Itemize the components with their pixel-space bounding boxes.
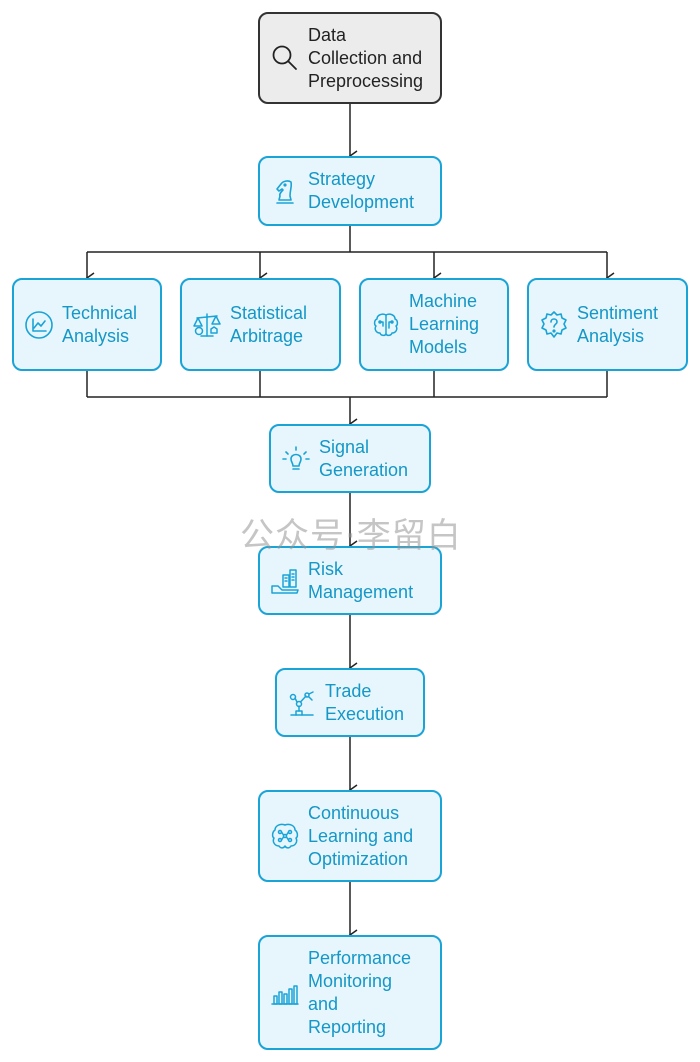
watermark: 公众号·李留白	[240, 516, 462, 556]
brain-icon	[371, 310, 401, 340]
node-trade-execution: Trade Execution	[275, 668, 425, 737]
node-performance-monitoring: Performance Monitoring and Reporting	[258, 935, 442, 1050]
buildings-hand-icon	[270, 566, 300, 596]
node-strategy-development: Strategy Development	[258, 156, 442, 226]
bar-chart-icon	[270, 978, 300, 1008]
node-sentiment-analysis: Sentiment Analysis	[527, 278, 688, 371]
node-label: Statistical Arbitrage	[230, 302, 308, 346]
node-machine-learning-models: Machine Learning Models	[359, 278, 509, 371]
question-badge-icon	[539, 310, 569, 340]
node-signal-generation: Signal Generation	[269, 424, 431, 493]
node-risk-management: Risk Management	[258, 546, 442, 615]
node-label: Sentiment Analysis	[577, 302, 659, 346]
node-label: Signal Generation	[319, 436, 409, 480]
node-continuous-learning: Continuous Learning and Optimization	[258, 790, 442, 882]
node-label: Performance Monitoring and Reporting	[308, 947, 412, 1037]
node-label: Risk Management	[308, 558, 414, 602]
node-label: Continuous Learning and Optimization	[308, 802, 414, 869]
node-data-collection: Data Collection and Preprocessing	[258, 12, 442, 104]
robot-arm-icon	[287, 688, 317, 718]
chess-knight-icon	[270, 176, 300, 206]
line-chart-icon	[24, 310, 54, 340]
circuit-brain-icon	[270, 821, 300, 851]
node-label: Data Collection and Preprocessing	[308, 24, 424, 91]
node-label: Strategy Development	[308, 169, 415, 212]
node-label: Trade Execution	[325, 680, 405, 724]
scales-icon	[192, 310, 222, 340]
node-label: Machine Learning Models	[409, 291, 480, 357]
node-statistical-arbitrage: Statistical Arbitrage	[180, 278, 341, 371]
node-label: Technical Analysis	[62, 302, 138, 346]
node-technical-analysis: Technical Analysis	[12, 278, 162, 371]
search-icon	[270, 43, 300, 73]
lightbulb-icon	[281, 444, 311, 474]
